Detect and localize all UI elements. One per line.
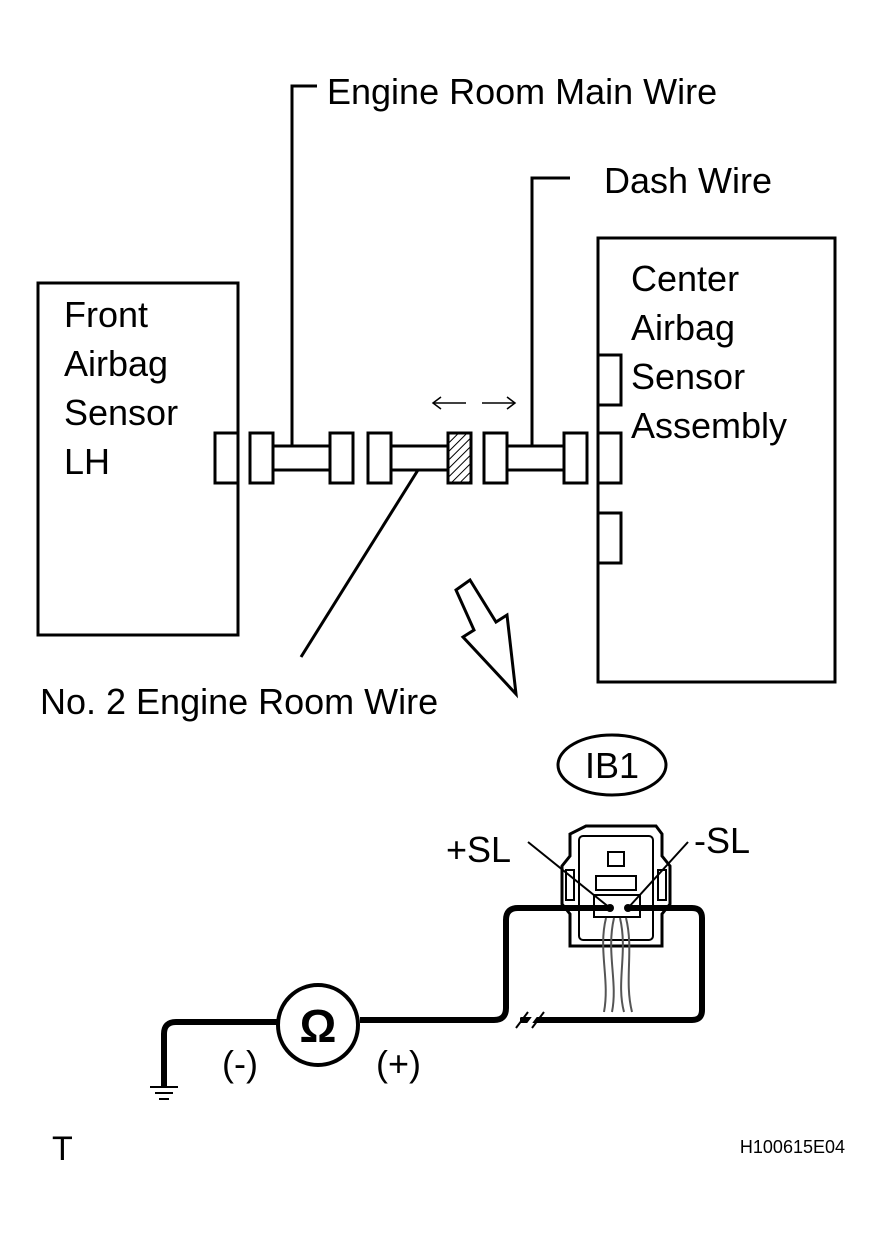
connector-latch	[595, 875, 637, 891]
center-sensor-connector-top	[596, 353, 623, 407]
dash-wire-leader-line	[530, 176, 570, 446]
center-sensor-connector-bottom	[596, 511, 623, 565]
connector-ib1: IB1 +SL -SL	[446, 733, 750, 1013]
lead-break-mark-3	[515, 1011, 529, 1029]
engine-room-main-wire-label: Engine Room Main Wire	[327, 71, 717, 112]
figure-code: H100615E04	[740, 1137, 845, 1157]
main-wire-leader-line	[290, 84, 317, 446]
plus-sl-leader-line	[527, 841, 611, 909]
front-airbag-sensor-connector	[213, 431, 240, 485]
front-airbag-sensor-label-2: Airbag	[64, 343, 168, 384]
minus-sl-label: -SL	[694, 820, 750, 861]
corner-mark: T	[52, 1130, 73, 1168]
dash-wire-body	[505, 444, 566, 472]
detail-arrow-icon	[454, 577, 519, 699]
center-airbag-sensor-assembly: Center Airbag Sensor Assembly	[596, 236, 837, 684]
meter-negative-label: (-)	[222, 1043, 258, 1084]
negative-test-lead	[161, 1019, 278, 1086]
center-airbag-sensor-body	[596, 236, 837, 684]
disconnected-connector-hatched	[446, 431, 473, 485]
minus-sl-leader-line	[627, 841, 689, 909]
connector-side-left	[565, 869, 575, 901]
main-wire-body	[271, 444, 332, 472]
connector-id-oval	[556, 733, 668, 797]
lead-break-mark-2	[524, 1010, 540, 1030]
no2-engine-room-wire-label: No. 2 Engine Room Wire	[40, 681, 438, 722]
front-airbag-sensor-body	[36, 281, 240, 637]
center-airbag-sensor-label-3: Sensor	[631, 356, 745, 397]
engine-room-main-wire-harness: Engine Room Main Wire	[248, 71, 717, 485]
ohm-icon: Ω	[300, 1000, 337, 1052]
dash-wire-connector-right	[562, 431, 589, 485]
main-wire-connector-right	[328, 431, 355, 485]
connector-lock-tab	[607, 851, 625, 867]
arrow-left-icon	[431, 396, 466, 410]
center-sensor-connector-middle	[596, 431, 623, 485]
ohmmeter-circuit: Ω (-) (+)	[150, 905, 705, 1100]
no2-wire-leader-line	[299, 469, 420, 658]
dash-wire-label: Dash Wire	[604, 160, 772, 201]
disconnect-arrows	[431, 396, 517, 410]
connector-shell-inner	[578, 835, 654, 941]
main-wire-connector-left	[248, 431, 275, 485]
dash-wire-connector-left	[482, 431, 509, 485]
connector-exit-wires	[602, 917, 633, 1013]
center-airbag-sensor-label-1: Center	[631, 258, 739, 299]
lead-break-mark-4	[531, 1011, 545, 1029]
front-airbag-sensor-label-4: LH	[64, 441, 110, 482]
arrow-right-icon	[482, 396, 517, 410]
connector-id-label: IB1	[585, 745, 639, 786]
no2-engine-room-wire-harness: No. 2 Engine Room Wire	[40, 431, 473, 722]
lead-break-mark-1	[508, 1010, 524, 1030]
front-airbag-sensor-label-1: Front	[64, 294, 148, 335]
no2-wire-body	[389, 444, 450, 472]
front-airbag-sensor-lh: Front Airbag Sensor LH	[36, 281, 240, 637]
center-airbag-sensor-label-2: Airbag	[631, 307, 735, 348]
center-airbag-sensor-label-4: Assembly	[631, 405, 787, 446]
dash-wire-harness: Dash Wire	[482, 160, 772, 485]
plus-sl-label: +SL	[446, 829, 511, 870]
no2-wire-connector-left	[366, 431, 393, 485]
ground-icon	[150, 1086, 178, 1100]
meter-positive-label: (+)	[376, 1043, 421, 1084]
negative-probe-loop	[520, 905, 705, 1023]
front-airbag-sensor-label-3: Sensor	[64, 392, 178, 433]
positive-test-lead	[360, 905, 610, 1023]
